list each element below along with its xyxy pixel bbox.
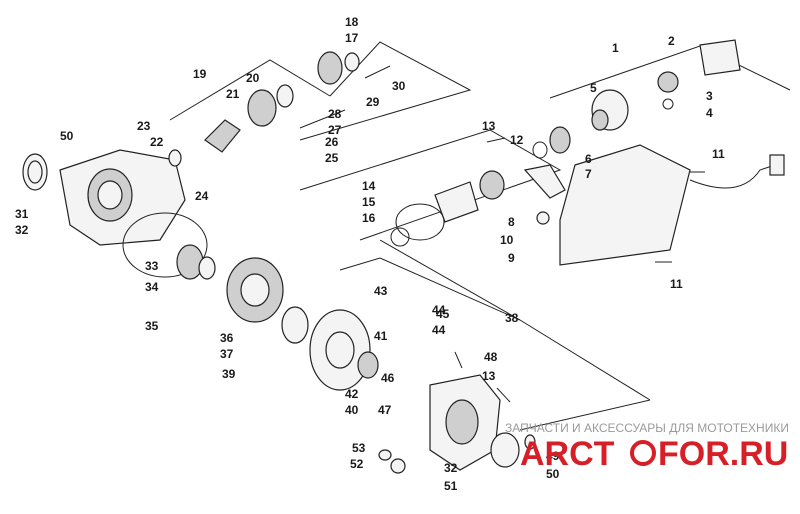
callout-50: 50 — [60, 129, 74, 143]
callout-38: 38 — [505, 311, 519, 325]
callout-49: 49 — [546, 449, 560, 463]
callout-32: 32 — [15, 223, 29, 237]
callout-10: 10 — [500, 233, 514, 247]
callout-27: 27 — [328, 123, 342, 137]
callout-19: 19 — [193, 67, 207, 81]
callout-23: 23 — [137, 119, 151, 133]
callout-13: 13 — [482, 119, 496, 133]
callout-52: 52 — [350, 457, 364, 471]
callout-13: 13 — [482, 369, 496, 383]
watermark-caption: ЗАПЧАСТИ И АКСЕССУАРЫ ДЛЯ МОТОТЕХНИКИ — [505, 421, 789, 435]
callout-12: 12 — [510, 133, 524, 147]
callout-35: 35 — [145, 319, 159, 333]
callout-17: 17 — [345, 31, 359, 45]
callout-45: 45 — [436, 307, 450, 321]
callout-42: 42 — [345, 387, 359, 401]
callout-4: 4 — [706, 106, 713, 120]
callout-2: 2 — [668, 34, 675, 48]
callout-46: 46 — [381, 371, 395, 385]
callout-48: 48 — [484, 350, 498, 364]
callout-36: 36 — [220, 331, 234, 345]
callout-15: 15 — [362, 195, 376, 209]
watermark-brand-right: FOR.RU — [658, 435, 788, 473]
callout-18: 18 — [345, 15, 359, 29]
callout-44: 44 — [432, 323, 446, 337]
callout-7: 7 — [585, 167, 592, 181]
callout-20: 20 — [246, 71, 260, 85]
callout-34: 34 — [145, 280, 159, 294]
callout-39: 39 — [222, 367, 236, 381]
callout-25: 25 — [325, 151, 339, 165]
callout-5: 5 — [590, 81, 597, 95]
callout-37: 37 — [220, 347, 234, 361]
watermark-gear-icon — [630, 440, 656, 466]
callout-8: 8 — [508, 215, 515, 229]
callout-43: 43 — [374, 284, 388, 298]
callout-33: 33 — [145, 259, 159, 273]
callout-47: 47 — [378, 403, 392, 417]
callout-50: 50 — [546, 467, 560, 481]
callout-11: 11 — [712, 147, 725, 161]
callout-30: 30 — [392, 79, 406, 93]
callout-16: 16 — [362, 211, 376, 225]
callout-11: 11 — [670, 277, 683, 291]
callout-6: 6 — [585, 152, 592, 166]
callout-3: 3 — [706, 89, 713, 103]
callout-1: 1 — [612, 41, 619, 55]
watermark-brand-left: ARCT — [520, 435, 615, 473]
callout-28: 28 — [328, 107, 342, 121]
callout-21: 21 — [226, 87, 240, 101]
callout-40: 40 — [345, 403, 359, 417]
callout-32: 32 — [444, 461, 458, 475]
callout-29: 29 — [366, 95, 380, 109]
callout-14: 14 — [362, 179, 376, 193]
callout-22: 22 — [150, 135, 164, 149]
callout-53: 53 — [352, 441, 366, 455]
callout-51: 51 — [444, 479, 458, 493]
callout-26: 26 — [325, 135, 339, 149]
callout-31: 31 — [15, 207, 29, 221]
callout-41: 41 — [374, 329, 388, 343]
watermark: ЗАПЧАСТИ И АКСЕССУАРЫ ДЛЯ МОТОТЕХНИКИ AR… — [505, 421, 789, 473]
callout-44: 44 — [432, 303, 446, 317]
callout-24: 24 — [195, 189, 209, 203]
part-drawings — [22, 39, 785, 474]
callout-9: 9 — [508, 251, 515, 265]
